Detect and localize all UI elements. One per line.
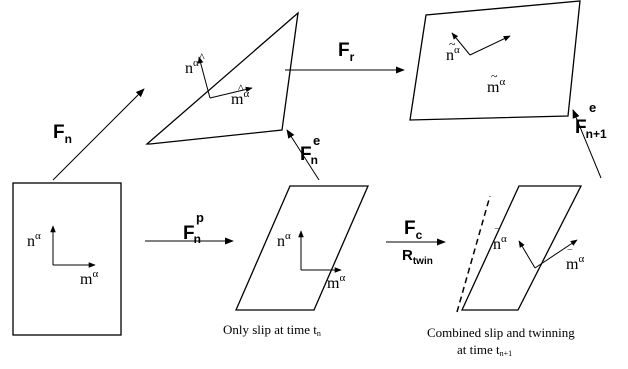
Fnp-label: Fn <box>183 223 201 246</box>
Rtwin-label: Rtwin <box>402 247 433 267</box>
n-bar-accent-twin: ‾ <box>494 227 500 241</box>
twin-boundary-dashed-line <box>456 195 491 313</box>
n-hat-accent-rotated: ^ <box>199 50 205 64</box>
Fn1e-superscript: e <box>589 100 596 115</box>
n-label-slip: nα <box>277 230 291 250</box>
m-label-twin: mα <box>566 253 584 273</box>
n-label-rotated-twin: nα <box>446 44 460 64</box>
n-label-reference: nα <box>27 230 41 250</box>
slip-rotated-parallelogram <box>145 11 299 145</box>
m-hat-accent-rotated: ^ <box>238 81 244 95</box>
rotated-twinned-parallelogram <box>409 0 581 121</box>
m-tilde-accent-rotated-twin: ~ <box>491 69 498 83</box>
Fn-arrow <box>52 88 145 181</box>
n-tilde-accent-rotated-twin: ~ <box>449 37 456 51</box>
n-vector-twin <box>518 240 536 269</box>
Fn-label: Fn <box>53 122 72 146</box>
m-label-rotated-twin: mα <box>487 76 505 96</box>
Fc-label: Fc <box>404 218 423 242</box>
m-label-reference: mα <box>80 268 98 288</box>
m-vector-rotated-twin <box>469 35 511 56</box>
twin-caption-line2: at time tn+1 <box>457 342 512 358</box>
n-label-rotated: nα <box>185 57 199 77</box>
m-bar-accent-twin: ‾ <box>567 248 573 262</box>
twin-caption-line1: Combined slip and twinning <box>427 325 575 340</box>
slip-twin-sheared-parallelogram <box>460 185 583 311</box>
Fn1e-arrow <box>572 109 602 179</box>
Fn1e-label: Fn+1 <box>575 117 607 141</box>
Fnp-superscript: p <box>196 210 204 225</box>
m-vector-rotated <box>209 86 253 99</box>
reference-square <box>12 182 122 336</box>
n-vector-rotated <box>197 56 211 99</box>
Fne-superscript: e <box>313 133 320 148</box>
m-label-slip: mα <box>327 272 345 292</box>
Fne-arrow <box>286 129 320 181</box>
Fr-label: Fr <box>338 40 355 64</box>
n-vector-rotated-twin <box>451 32 471 56</box>
m-vector-twin <box>534 239 578 269</box>
slip-caption: Only slip at time tn <box>223 322 321 338</box>
slip-sheared-parallelogram <box>235 185 369 311</box>
Fne-label: Fn <box>300 144 318 167</box>
n-label-twin: nα <box>493 233 507 253</box>
m-label-rotated: mα <box>231 88 249 108</box>
